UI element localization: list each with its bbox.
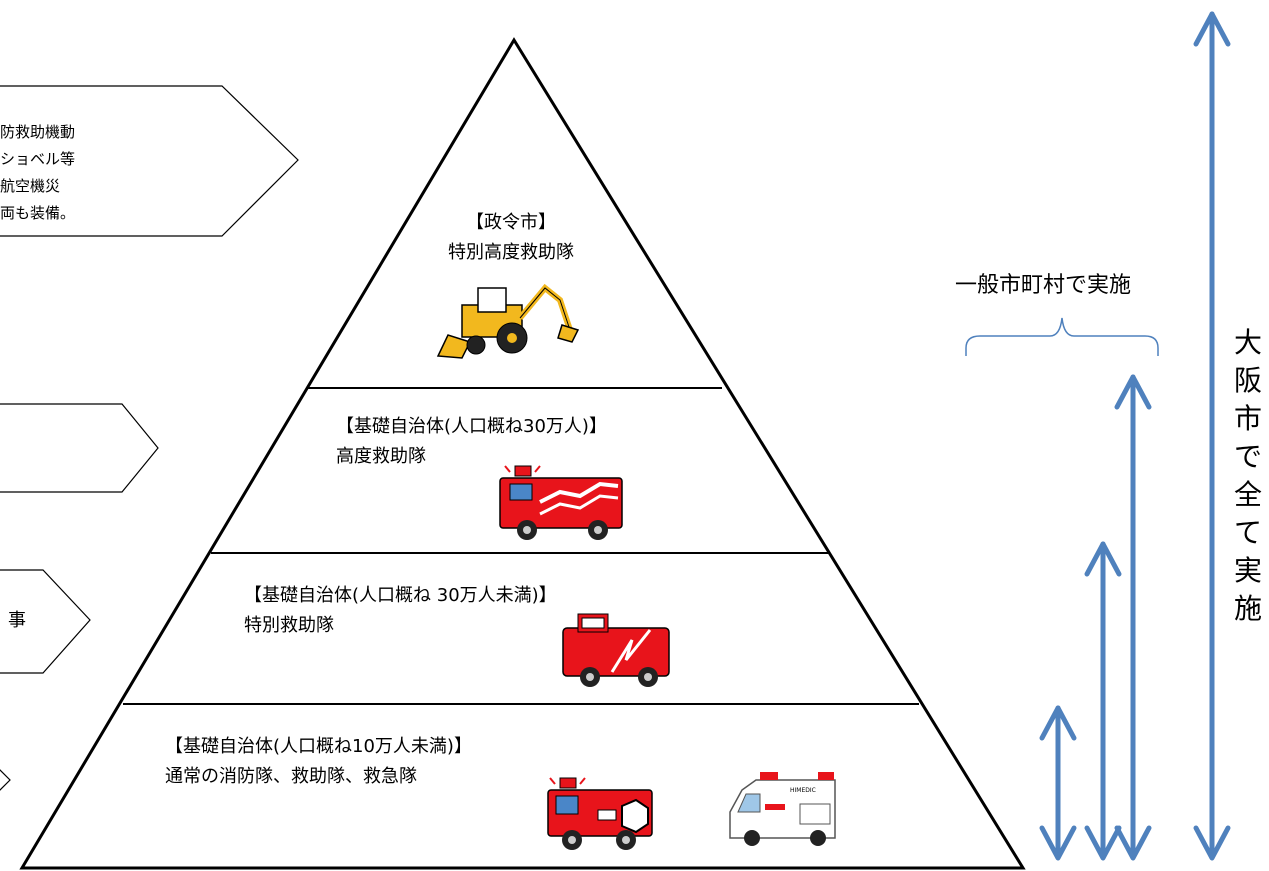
osaka-char-4: で <box>1234 440 1262 473</box>
callout-top: 防救助機動 ショベル等 航空機災 両も装備。 <box>0 85 299 237</box>
callout-tier2 <box>0 403 159 493</box>
osaka-char-5: 全 <box>1234 478 1262 511</box>
arrow-tier-second <box>1114 374 1152 861</box>
osaka-char-1: 大 <box>1234 326 1262 359</box>
ambulance-icon: HIMEDIC <box>729 772 836 846</box>
osaka-char-7: 実 <box>1234 554 1262 587</box>
tier-second-title: 【基礎自治体(人口概ね30万人)】 <box>336 416 607 437</box>
tier-top-subtitle: 特別高度救助隊 <box>448 242 574 263</box>
arrow-osaka-all <box>1193 11 1231 861</box>
tier-bottom-title: 【基礎自治体(人口概ね10万人未満)】 <box>165 736 472 757</box>
rescue-truck-icon <box>562 613 670 687</box>
callout-tier3-text: 事 <box>8 610 26 631</box>
arrow-tier-bottom <box>1039 705 1077 861</box>
tier-second-subtitle: 高度救助隊 <box>336 446 426 467</box>
fire-truck-ladder-icon <box>499 465 623 540</box>
callout-bottom <box>0 769 11 791</box>
osaka-char-6: て <box>1234 516 1262 549</box>
pyramid <box>19 37 1026 870</box>
tier-third-subtitle: 特別救助隊 <box>244 615 334 636</box>
callout-top-line3: 航空機災 <box>0 177 60 195</box>
tier-third-title: 【基礎自治体(人口概ね 30万人未満)】 <box>244 585 557 606</box>
osaka-char-2: 阪 <box>1234 364 1262 397</box>
callout-top-line1: 防救助機動 <box>0 123 75 141</box>
pumper-truck-icon <box>547 777 653 850</box>
osaka-char-8: 施 <box>1234 592 1262 625</box>
callout-tier3: 事 <box>0 569 91 674</box>
callout-top-line2: ショベル等 <box>0 150 75 168</box>
tier-top-title: 【政令市】 <box>466 212 556 233</box>
arrow-tier-third <box>1084 541 1122 861</box>
ambulance-label: HIMEDIC <box>790 787 816 794</box>
osaka-vertical-label: 大 阪 市 で 全 て 実 施 <box>1234 326 1262 625</box>
excavator-icon <box>436 283 580 359</box>
callout-top-line4: 両も装備。 <box>0 204 75 222</box>
general-bracket <box>965 317 1159 356</box>
osaka-char-3: 市 <box>1234 402 1262 435</box>
tier-bottom-subtitle: 通常の消防隊、救助隊、救急隊 <box>165 766 417 787</box>
general-municipalities-label: 一般市町村で実施 <box>955 273 1131 298</box>
